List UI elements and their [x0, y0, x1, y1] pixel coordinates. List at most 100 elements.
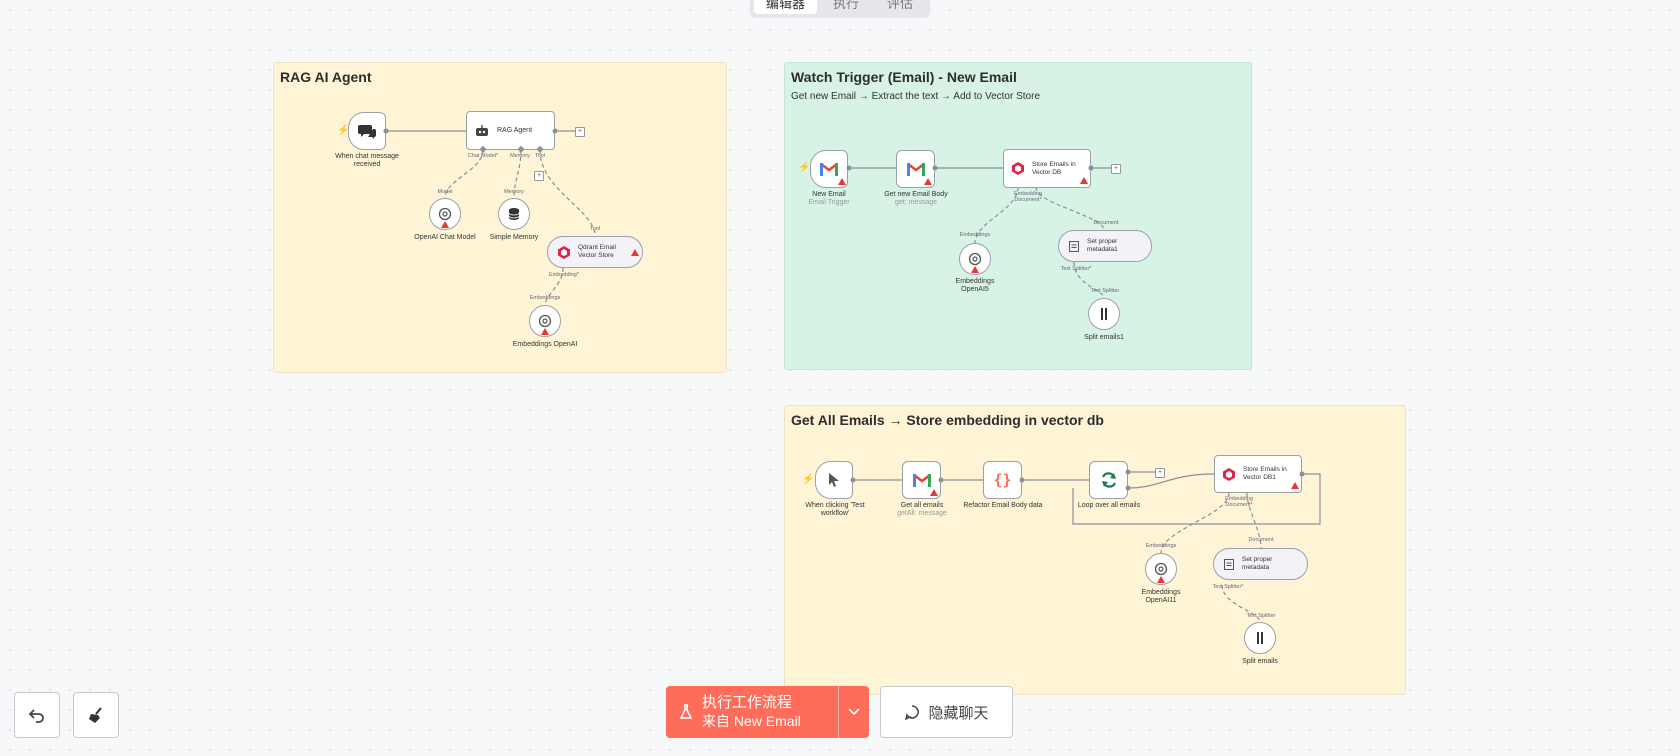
- port-label: Embeddings: [1145, 543, 1177, 549]
- openai-icon: [538, 314, 552, 328]
- warning-icon: [441, 221, 449, 228]
- node-caption: Loop over all emails: [1077, 502, 1141, 509]
- trigger-bolt-icon: ⚡: [798, 162, 811, 173]
- node-caption: OpenAI Chat Model: [414, 234, 476, 241]
- database-icon: [508, 208, 520, 220]
- qdrant-icon: [1223, 467, 1235, 481]
- node-set-proper-metadata1[interactable]: Set proper metadata1: [1058, 230, 1152, 262]
- gmail-icon: [906, 162, 925, 176]
- warning-icon: [631, 249, 639, 256]
- trigger-bolt-icon: ⚡: [337, 125, 350, 136]
- loop-icon: [1101, 472, 1116, 488]
- node-refactor-email-body[interactable]: {}: [983, 461, 1022, 499]
- port-label: Embedding Document*: [1225, 496, 1253, 508]
- port-label: Memory: [510, 153, 530, 159]
- node-label: Qdrant Email Vector Store: [578, 244, 616, 259]
- execute-main[interactable]: 执行工作流程 来自 New Email: [666, 686, 838, 738]
- trigger-bolt-icon: ⚡: [802, 474, 815, 485]
- node-split-emails[interactable]: [1244, 622, 1276, 654]
- node-embeddings-openai5[interactable]: [959, 243, 991, 275]
- execute-workflow-button[interactable]: 执行工作流程 来自 New Email: [666, 686, 869, 738]
- execute-label: 执行工作流程: [702, 694, 793, 711]
- document-icon: [1069, 240, 1079, 252]
- node-get-new-email-body[interactable]: [896, 150, 935, 188]
- warning-icon: [838, 178, 846, 185]
- sticky-get-all-emails[interactable]: Get All Emails → Store embedding in vect…: [784, 405, 1406, 695]
- tab-evaluations[interactable]: 评估: [887, 0, 914, 11]
- openai-icon: [1154, 562, 1168, 576]
- port-label: Embeddings: [529, 295, 561, 301]
- node-simple-memory[interactable]: [498, 198, 530, 230]
- chevron-down-icon: [848, 708, 860, 716]
- node-caption: When clicking 'Test workflow': [805, 502, 865, 517]
- warning-icon: [924, 178, 932, 185]
- node-store-vector-db[interactable]: Store Emails in Vector DB: [1003, 149, 1091, 188]
- node-openai-chat-model[interactable]: [429, 198, 461, 230]
- node-set-proper-metadata[interactable]: Set proper metadata: [1213, 548, 1308, 580]
- node-loop-over-emails[interactable]: [1089, 461, 1128, 499]
- port-label: Text Splitter: [1246, 613, 1276, 619]
- port-label: Embedding Document*: [1014, 191, 1042, 203]
- execute-source: 来自 New Email: [702, 713, 801, 729]
- node-subcaption: get: message: [894, 199, 938, 206]
- execute-dropdown-button[interactable]: [838, 686, 869, 738]
- sticky-watch-trigger[interactable]: Watch Trigger (Email) - New Email Get ne…: [784, 62, 1252, 370]
- tab-editor[interactable]: 编辑器: [754, 0, 818, 14]
- flask-icon: [680, 704, 692, 719]
- node-caption: New Email: [812, 191, 846, 198]
- node-caption: Split emails: [1242, 658, 1278, 665]
- node-click-trigger[interactable]: [815, 461, 853, 499]
- gmail-icon: [820, 162, 838, 176]
- port-label: Document: [1248, 537, 1274, 543]
- node-label: Store Emails in Vector DB: [1032, 160, 1076, 176]
- broom-icon: [89, 707, 102, 723]
- undo-icon: [28, 709, 44, 723]
- node-label: RAG Agent: [497, 127, 533, 134]
- warning-icon: [1080, 177, 1088, 184]
- tab-executions[interactable]: 执行: [833, 0, 860, 11]
- undo-button[interactable]: [14, 692, 60, 738]
- sticky-subtitle: Get new Email → Extract the text → Add t…: [791, 91, 1040, 102]
- node-caption: Get all emails: [900, 502, 944, 509]
- port-label: Embedding*: [549, 272, 579, 278]
- hide-chat-button[interactable]: 隐藏聊天: [880, 686, 1013, 738]
- node-subcaption: Email Trigger: [808, 199, 850, 206]
- cursor-icon: [829, 473, 839, 487]
- port-label: Text Splitter*: [1212, 584, 1244, 590]
- openai-icon: [438, 207, 452, 221]
- node-chat-trigger[interactable]: [348, 112, 386, 150]
- warning-icon: [971, 266, 979, 273]
- add-tool-button[interactable]: +: [534, 171, 544, 181]
- split-icon: [1101, 308, 1107, 320]
- node-subcaption: getAll: message: [897, 510, 947, 517]
- port-label: Tool: [589, 226, 601, 232]
- clear-execution-button[interactable]: [73, 692, 119, 738]
- openai-icon: [968, 252, 982, 266]
- node-caption: Simple Memory: [489, 234, 539, 241]
- port-label: Chat Model*: [467, 153, 499, 159]
- node-caption: When chat message received: [335, 153, 399, 168]
- node-rag-agent[interactable]: RAG Agent: [466, 111, 555, 150]
- port-label: Document: [1093, 220, 1119, 226]
- document-icon: [1224, 558, 1234, 570]
- add-node-button[interactable]: +: [1111, 164, 1121, 174]
- node-qdrant-vector-store[interactable]: Qdrant Email Vector Store: [547, 236, 643, 268]
- node-split-emails1[interactable]: [1088, 298, 1120, 330]
- node-caption: Embeddings OpenAI5: [955, 278, 995, 293]
- port-label: Memory: [504, 189, 524, 195]
- port-label: Text Splitter: [1090, 288, 1120, 294]
- code-braces-icon: {}: [993, 471, 1012, 489]
- add-node-button[interactable]: +: [1155, 468, 1165, 478]
- node-caption: Refactor Email Body data: [963, 502, 1043, 509]
- node-caption: Embeddings OpenAI: [512, 341, 578, 348]
- gmail-icon: [912, 473, 931, 487]
- warning-icon: [541, 328, 549, 335]
- node-label: Set proper metadata: [1242, 556, 1273, 571]
- node-caption: Embeddings OpenAI11: [1141, 589, 1181, 604]
- warning-icon: [1157, 576, 1165, 583]
- warning-icon: [1291, 482, 1299, 489]
- node-caption: Get new Email Body: [884, 191, 948, 198]
- node-store-vector-db1[interactable]: Store Emails in Vector DB1: [1214, 455, 1302, 493]
- sticky-title: Get All Emails → Store embedding in vect…: [791, 412, 1104, 428]
- add-node-button[interactable]: +: [575, 127, 585, 137]
